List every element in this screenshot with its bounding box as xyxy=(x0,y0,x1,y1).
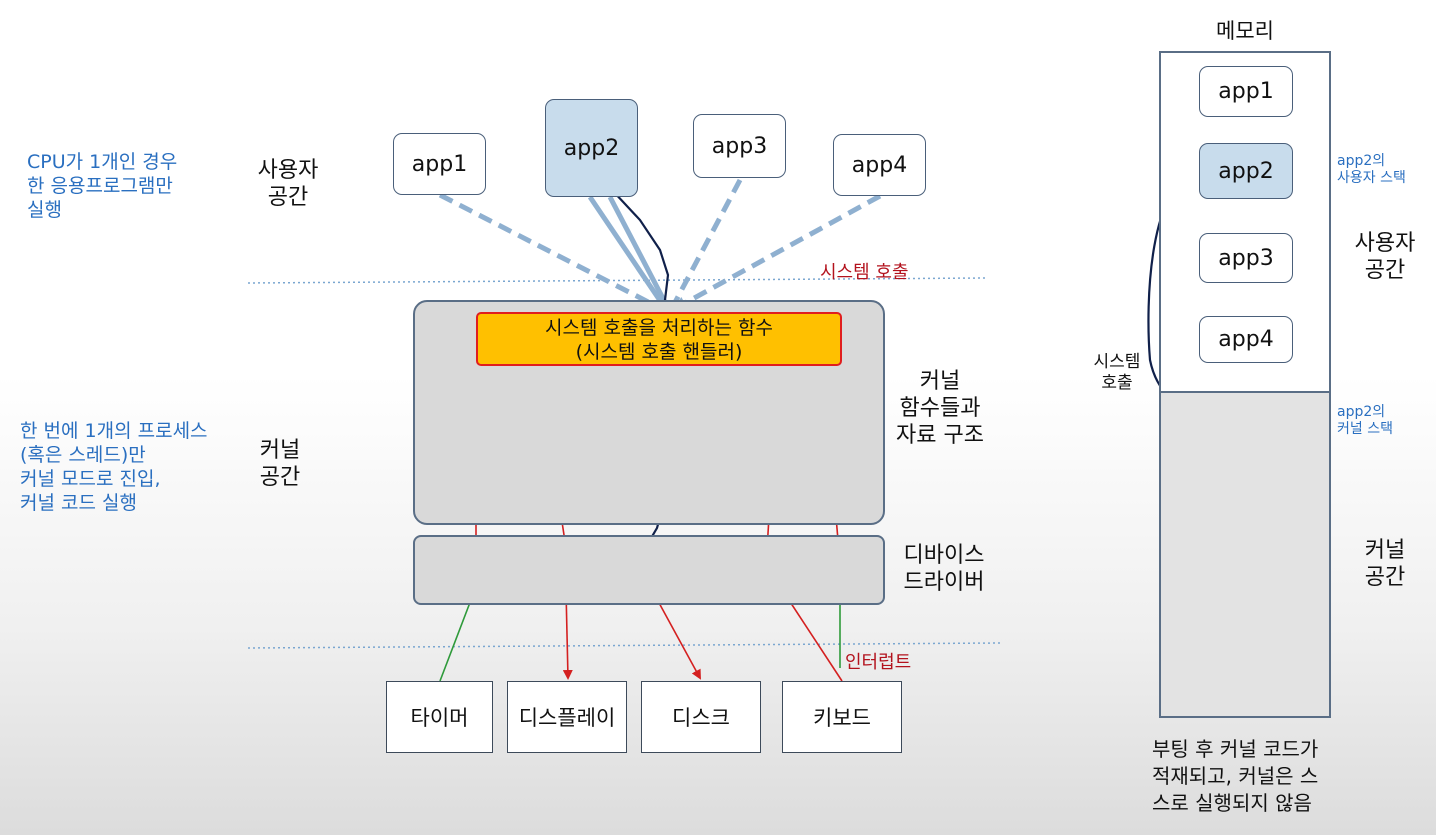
app1-box[interactable]: app1 xyxy=(393,133,486,195)
memory-app2[interactable]: app2 xyxy=(1199,143,1293,199)
memory-kernel-space-label: 커널 공간 xyxy=(1364,538,1406,590)
memory-kernel-region xyxy=(1159,391,1331,718)
app2-syscall-line xyxy=(587,195,668,310)
caption: 부팅 후 커널 코드가 적재되고, 커널은 스 스로 실행되지 않음 xyxy=(1152,737,1319,815)
app3-syscall-line xyxy=(669,178,743,310)
cpu-note: CPU가 1개인 경우 한 응용프로그램만 실행 xyxy=(27,151,178,221)
memory-user-space-label: 사용자 공간 xyxy=(1354,231,1416,283)
syscall-handler: 시스템 호출을 처리하는 함수 (시스템 호출 핸들러) xyxy=(476,312,842,366)
memory-syscall-label: 시스템 호출 xyxy=(1093,352,1141,393)
kernel-functions-label: 커널 함수들과 자료 구조 xyxy=(896,369,984,448)
user-space-label: 사용자 공간 xyxy=(257,158,319,210)
app3-box[interactable]: app3 xyxy=(693,114,786,178)
app2-box[interactable]: app2 xyxy=(545,99,638,197)
timer-device[interactable]: 타이머 xyxy=(386,681,493,753)
memory-title: 메모리 xyxy=(1216,19,1274,43)
disk-device[interactable]: 디스크 xyxy=(641,681,761,753)
app2-syscall-line-2 xyxy=(607,195,671,310)
kernel-stack-label: app2의 커널 스택 xyxy=(1337,404,1393,437)
kernel-mode-note: 한 번에 1개의 프로세스 (혹은 스레드)만 커널 모드로 진입, 커널 코드… xyxy=(20,420,208,514)
memory-app1[interactable]: app1 xyxy=(1199,66,1293,117)
user-stack-label: app2의 사용자 스택 xyxy=(1337,153,1406,186)
timer-interrupt-arrow xyxy=(439,590,476,682)
display-device[interactable]: 디스플레이 xyxy=(507,681,627,753)
keyboard-device[interactable]: 키보드 xyxy=(782,681,902,753)
app1-syscall-line xyxy=(438,192,662,311)
device-driver-label: 디바이스 드라이버 xyxy=(903,543,985,595)
memory-app4[interactable]: app4 xyxy=(1199,316,1293,363)
interrupt-label: 인터럽트 xyxy=(845,652,912,673)
app4-syscall-line xyxy=(672,193,882,311)
device-driver-panel xyxy=(413,535,885,605)
system-call-label: 시스템 호출 xyxy=(820,262,909,283)
kernel-hardware-separator xyxy=(247,642,1001,649)
kernel-space-label: 커널 공간 xyxy=(259,438,301,490)
app4-box[interactable]: app4 xyxy=(833,134,926,196)
memory-app3[interactable]: app3 xyxy=(1199,233,1293,283)
